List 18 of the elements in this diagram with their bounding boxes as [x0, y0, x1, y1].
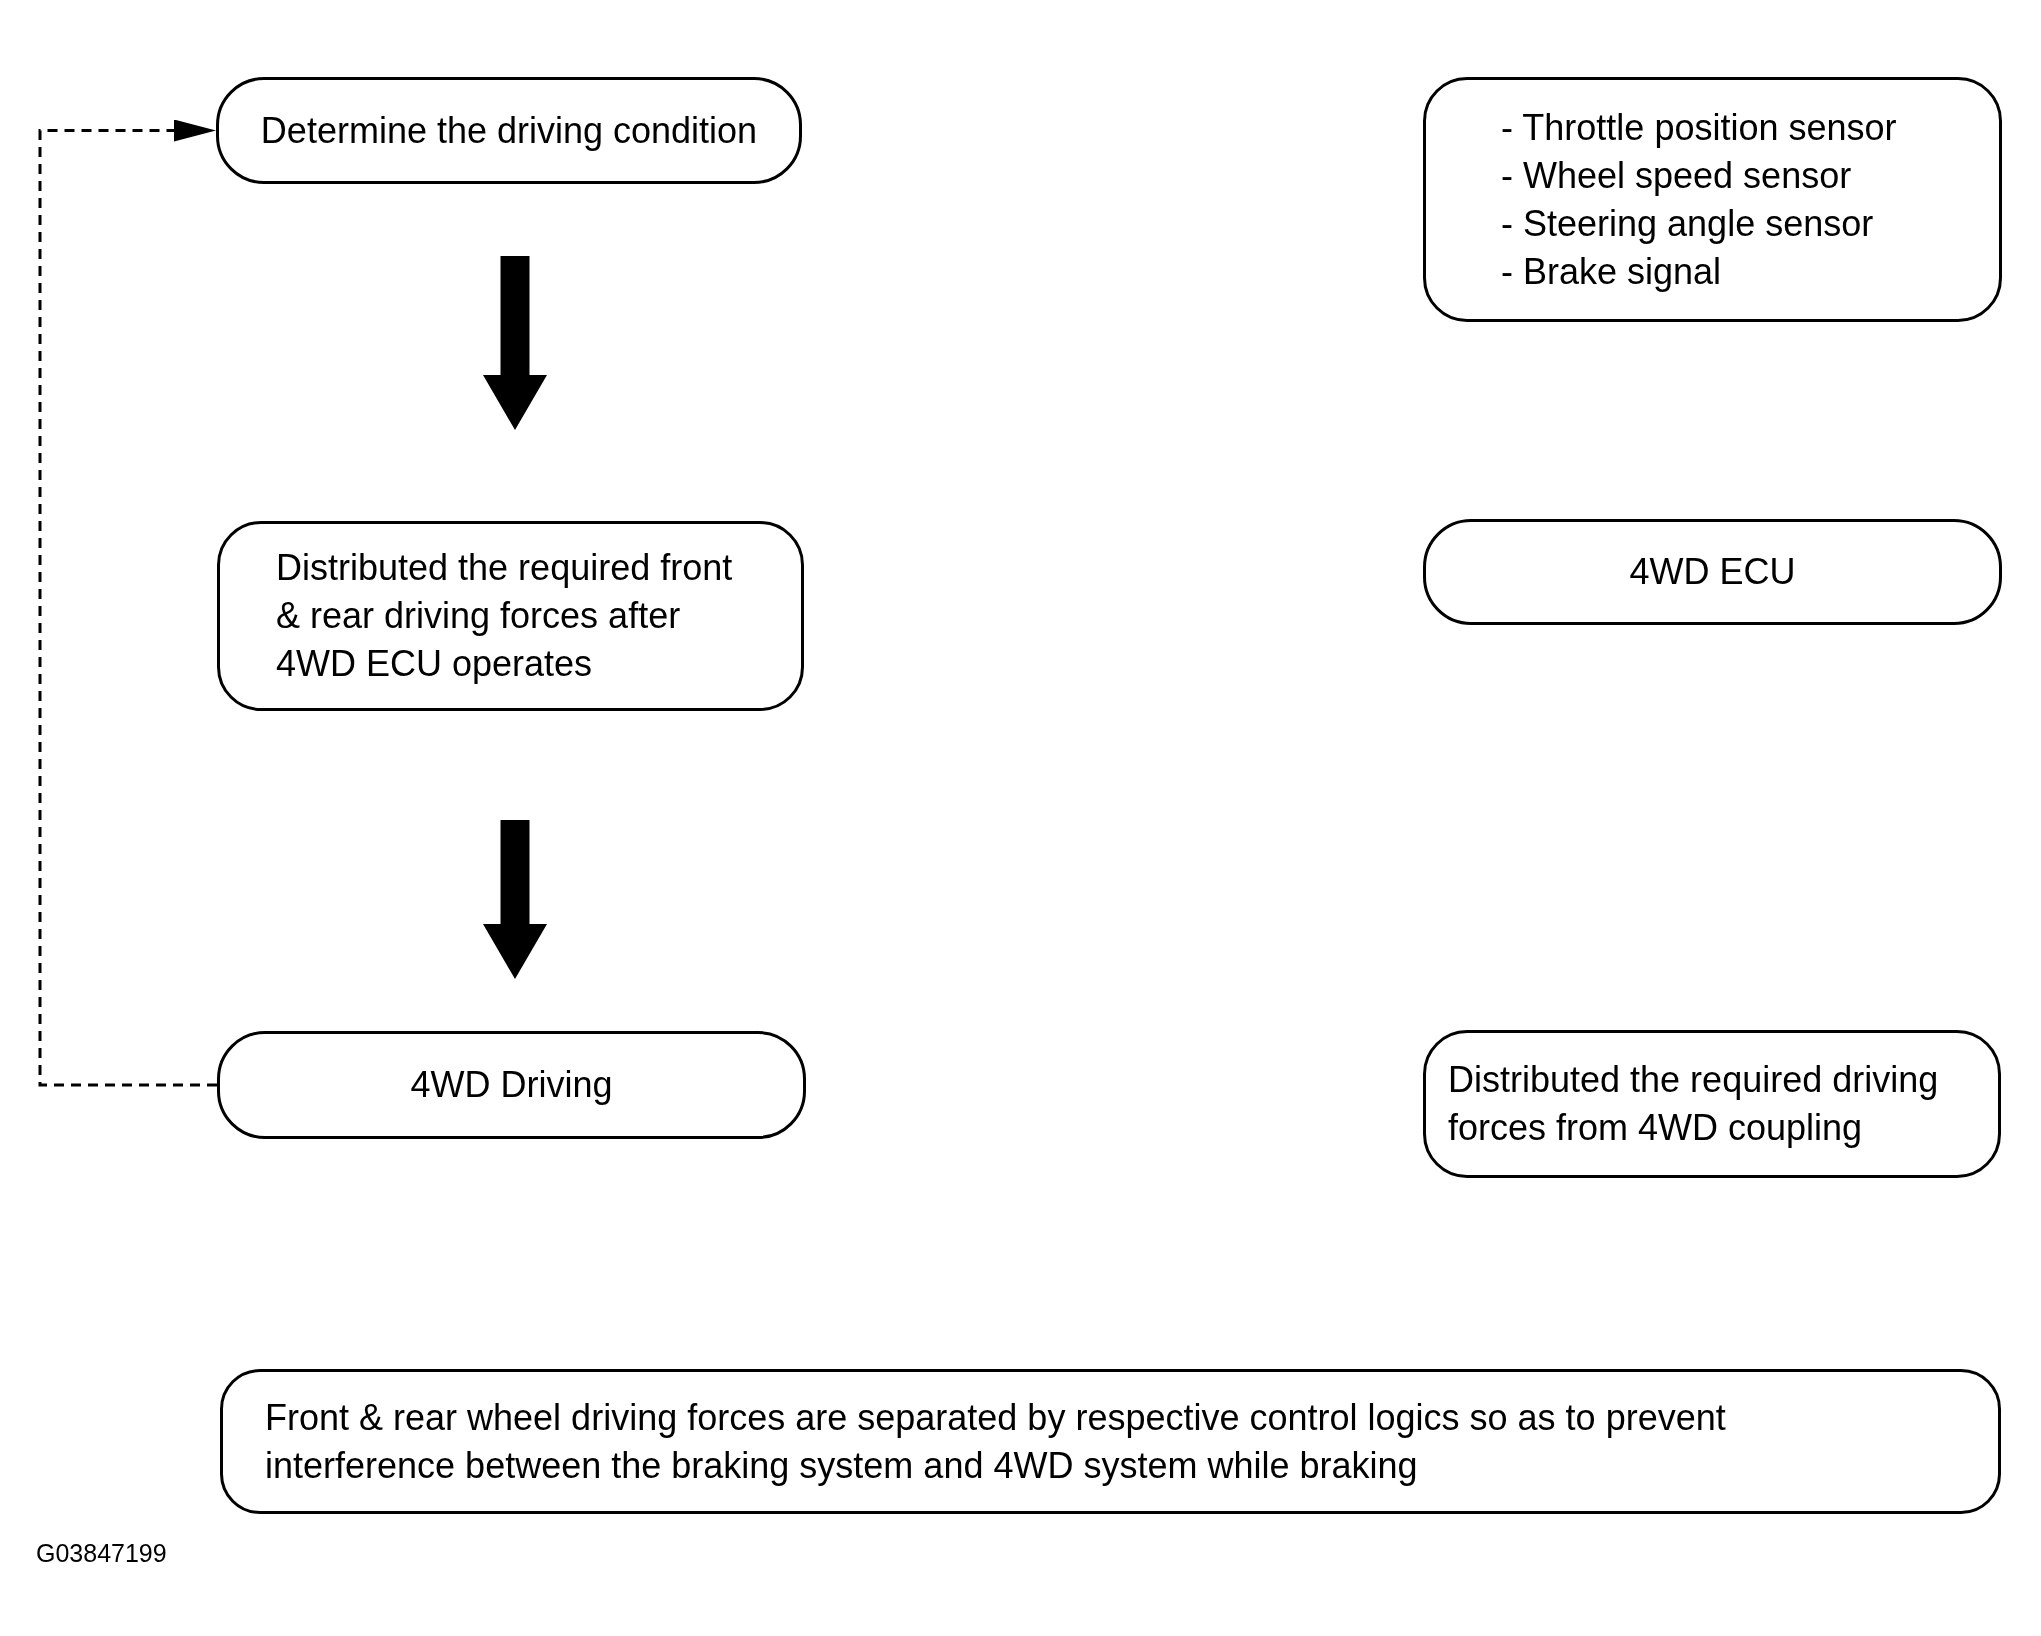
sensor-item: - Brake signal	[1501, 249, 1722, 294]
thick-arrow	[483, 820, 547, 979]
info-text: Distributed the required driving forces from 4WD coupling	[1448, 1058, 1940, 1150]
step-text: 4WD Driving	[410, 1063, 613, 1107]
input-list-box	[1423, 77, 2002, 322]
note-text: Front & rear wheel driving forces are separated by respective control logics so as to prevent interference between the braking system and 4WD system while braking	[265, 1395, 1727, 1488]
thick-arrow	[483, 256, 547, 430]
sensor-item: - Steering angle sensor	[1501, 201, 1874, 246]
sensor-item: - Throttle position sensor	[1501, 105, 1897, 150]
note-box	[220, 1369, 2001, 1514]
step-text: Determine the driving condition	[260, 108, 758, 153]
info-box	[1423, 1030, 2001, 1178]
figure-id: G03847199	[36, 1538, 167, 1568]
sensor-item: - Wheel speed sensor	[1501, 153, 1852, 198]
step-text: Distributed the required front & rear driving forces after 4WD ECU operates	[276, 546, 734, 686]
dashed-arrow	[38, 119, 217, 1087]
process-box	[217, 521, 804, 711]
info-text: 4WD ECU	[1629, 550, 1796, 594]
